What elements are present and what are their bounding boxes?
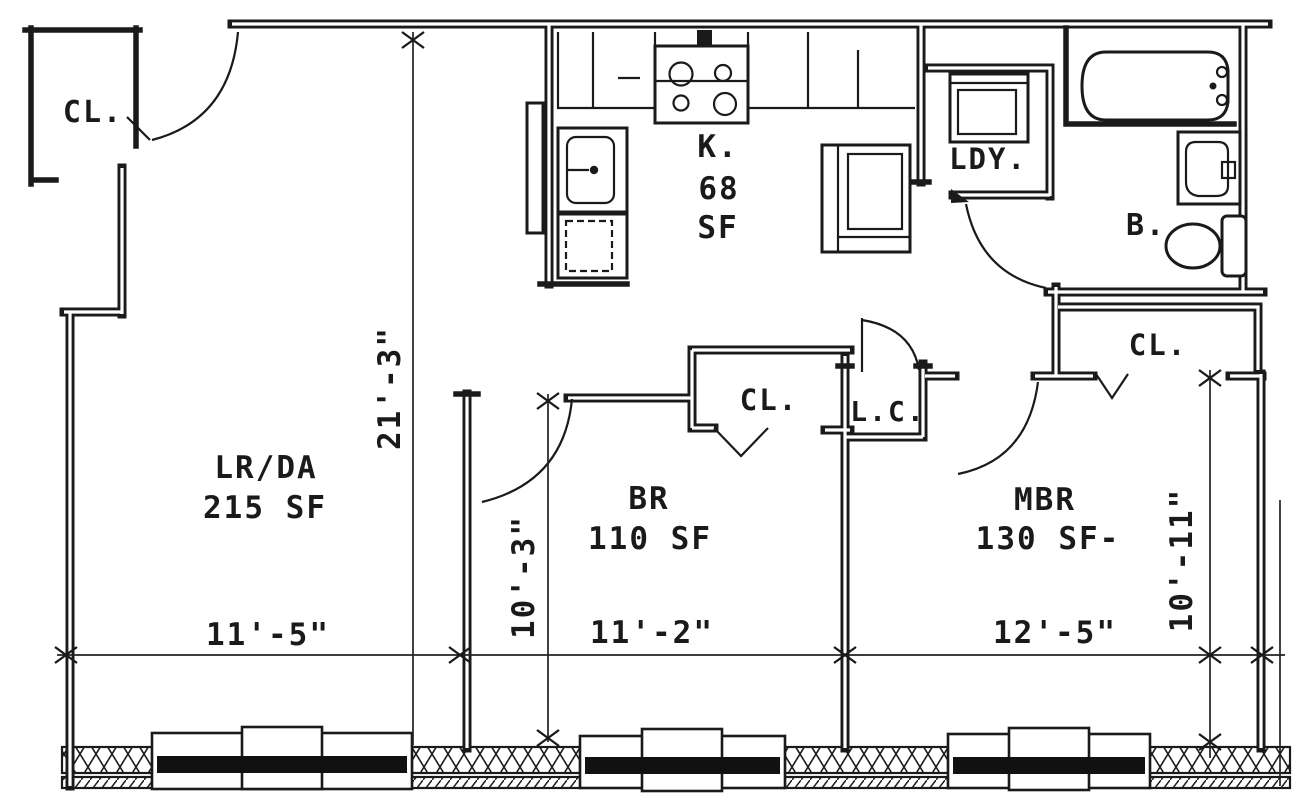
kitchen-sink [556, 126, 629, 214]
toilet [1164, 214, 1248, 278]
master-closet-label: CL. [1129, 328, 1187, 362]
dim-master-width: 12'-5" [993, 615, 1117, 651]
entry-closet-label: CL. [63, 95, 123, 130]
master-closet-door [1095, 373, 1129, 400]
dim-living-width: 11'-5" [206, 617, 330, 653]
refrigerator [820, 143, 912, 254]
bathroom-door [951, 189, 1047, 290]
living-room-window [150, 725, 414, 791]
master-bedroom-door [957, 381, 1040, 476]
bedroom-area: 110 SF [588, 521, 712, 557]
living-dining-area: 215 SF [203, 490, 327, 526]
bedroom-window [578, 727, 787, 793]
wall-pier [697, 30, 712, 47]
entry-door [126, 31, 240, 142]
bathtub [1080, 50, 1230, 122]
stove [653, 44, 750, 125]
master-bedroom-label: MBR [1014, 482, 1076, 518]
dimension-lines [54, 31, 1285, 786]
dim-bedroom-width: 11'-2" [590, 615, 714, 651]
living-dining-label: LR/DA [214, 450, 317, 486]
dishwasher [556, 212, 629, 280]
bedroom-closet-door [713, 427, 769, 458]
walls [22, 24, 1268, 786]
bedroom-label: BR [628, 481, 669, 517]
master-bedroom-window [946, 726, 1152, 792]
bathroom-label: B. [1126, 208, 1166, 243]
bedroom-door [481, 398, 574, 504]
dim-bedroom-depth: 10'-3" [506, 515, 542, 639]
kitchen-pilaster [525, 101, 545, 235]
master-bedroom-area: 130 SF- [976, 521, 1121, 557]
washer [948, 72, 1030, 144]
bedroom-closet-label: CL. [740, 383, 798, 417]
dim-master-depth: 10'-11" [1164, 488, 1200, 633]
laundry-label: LDY. [949, 142, 1027, 176]
dim-overall-depth: 21'-3" [372, 326, 408, 450]
linen-closet-label: L.C. [850, 395, 925, 428]
bathroom-sink [1176, 130, 1242, 206]
kitchen-area: 68 [698, 171, 739, 207]
linen-closet-door [860, 318, 921, 372]
kitchen-area-unit: SF [697, 210, 738, 246]
kitchen-label: K. [697, 129, 738, 165]
